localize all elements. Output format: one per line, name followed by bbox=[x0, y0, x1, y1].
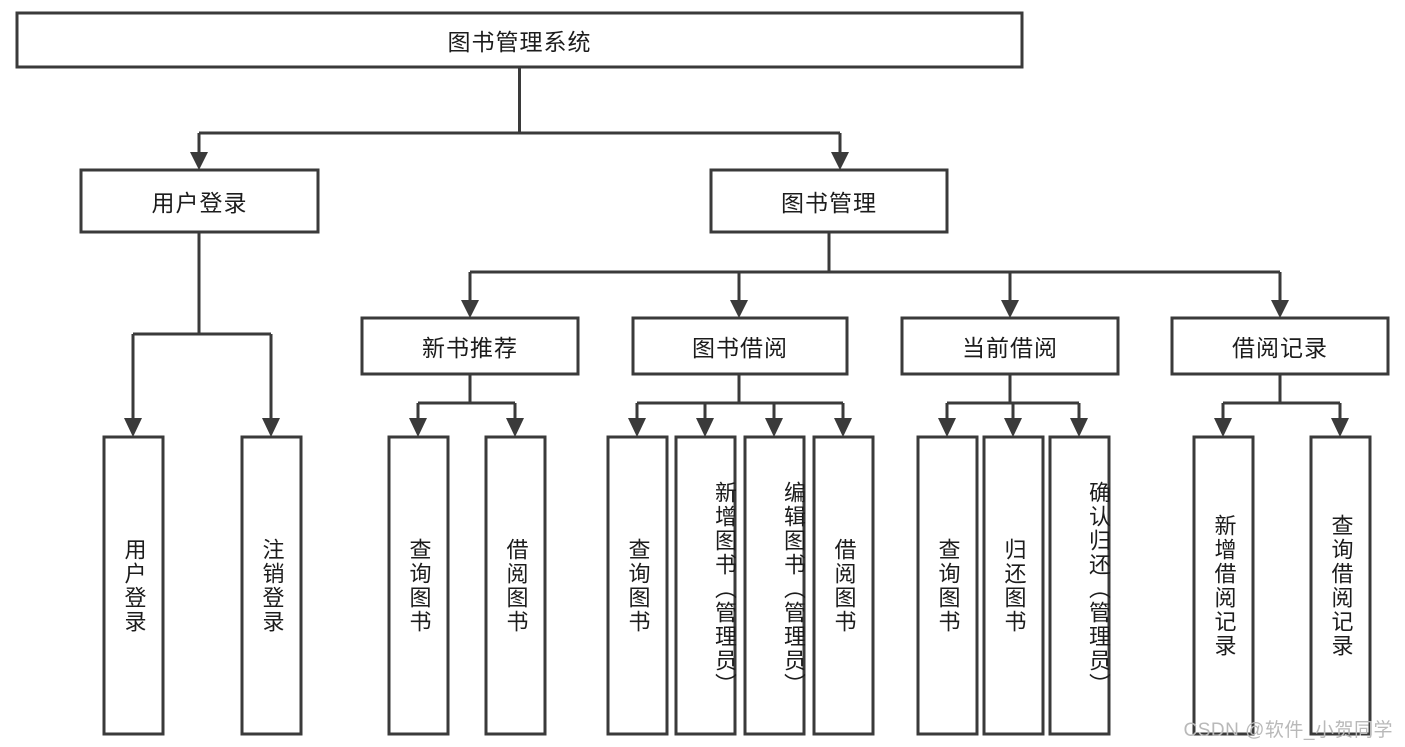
leaf-current-borrow-2[interactable] bbox=[1048, 435, 1111, 736]
leaf-new-book-1[interactable] bbox=[484, 435, 547, 736]
leaf-current-borrow-1[interactable] bbox=[982, 435, 1045, 736]
leaf-current-borrow-0[interactable] bbox=[916, 435, 979, 736]
connector-borrow-record-to-leaves bbox=[1214, 374, 1349, 437]
connector-current-borrow-to-leaves bbox=[938, 374, 1088, 437]
connector-book-mgmt-to-level3 bbox=[461, 232, 1289, 318]
connector-book-borrow-to-leaves bbox=[628, 374, 852, 437]
connector-new-book-to-leaves bbox=[409, 374, 524, 437]
leaf-user-login-0[interactable] bbox=[102, 435, 165, 736]
leaf-borrow-record-1[interactable] bbox=[1309, 435, 1372, 736]
leaf-book-borrow-3[interactable] bbox=[812, 435, 875, 736]
connector-user-login-to-leaves bbox=[124, 232, 280, 437]
leaf-book-borrow-2[interactable] bbox=[743, 435, 806, 736]
node-borrow-record[interactable] bbox=[1170, 316, 1390, 376]
leaf-new-book-0[interactable] bbox=[387, 435, 450, 736]
leaf-borrow-record-0[interactable] bbox=[1192, 435, 1255, 736]
node-new-book-recommend[interactable] bbox=[360, 316, 580, 376]
leaf-book-borrow-0[interactable] bbox=[606, 435, 669, 736]
node-root[interactable] bbox=[15, 11, 1024, 69]
connector-root-to-level2 bbox=[190, 67, 849, 170]
node-current-borrow[interactable] bbox=[900, 316, 1120, 376]
node-user-login[interactable] bbox=[79, 168, 320, 234]
node-book-management[interactable] bbox=[709, 168, 949, 234]
leaf-book-borrow-1[interactable] bbox=[674, 435, 737, 736]
leaf-user-login-1[interactable] bbox=[240, 435, 303, 736]
node-book-borrow[interactable] bbox=[631, 316, 849, 376]
